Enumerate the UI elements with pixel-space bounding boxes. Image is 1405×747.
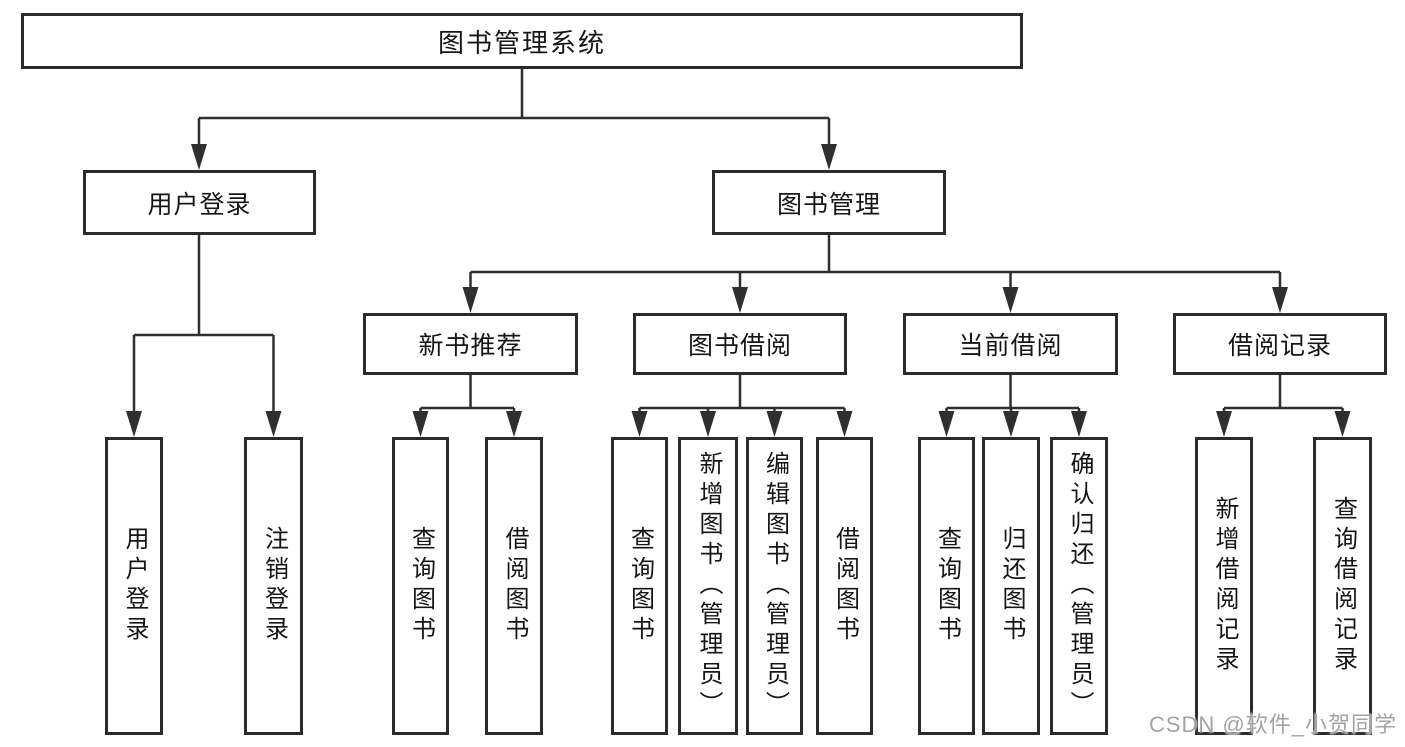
leaf-label: 查询借阅记录 bbox=[1329, 496, 1357, 676]
connector-root-to-level2 bbox=[197, 69, 831, 146]
node-label: 借阅记录 bbox=[1227, 332, 1332, 360]
leaf-label: 新增借阅记录 bbox=[1211, 496, 1238, 676]
leaf-borrow-books: 借阅图书 bbox=[816, 437, 873, 735]
leaf-query-borrow-record: 查询借阅记录 bbox=[1313, 437, 1372, 735]
leaf-label: 查询图书 bbox=[407, 526, 435, 646]
leaf-add-book-admin: 新增图书（管理员） bbox=[678, 437, 738, 735]
arrow-down-icon bbox=[766, 411, 783, 437]
connector-userlogin-children bbox=[132, 235, 275, 413]
leaf-borrow-books: 借阅图书 bbox=[485, 437, 543, 735]
arrow-down-icon bbox=[1334, 411, 1351, 437]
connector-borrowrecord-children bbox=[1222, 375, 1344, 413]
node-label: 图书管理系统 bbox=[437, 27, 606, 58]
arrow-down-icon bbox=[126, 411, 142, 437]
leaf-add-borrow-record: 新增借阅记录 bbox=[1195, 437, 1253, 735]
arrow-down-icon bbox=[191, 144, 207, 170]
leaf-label: 新增图书（管理员） bbox=[695, 451, 722, 721]
leaf-label: 确认归还（管理员） bbox=[1066, 451, 1093, 721]
connector-bookmgmt-level3 bbox=[469, 235, 1282, 289]
node-label: 当前借阅 bbox=[958, 332, 1063, 360]
connector-currentborrow-children bbox=[945, 375, 1081, 413]
leaf-label: 归还图书 bbox=[998, 526, 1025, 646]
leaf-label: 借阅图书 bbox=[501, 526, 528, 646]
node-current-borrowing: 当前借阅 bbox=[903, 313, 1118, 375]
node-library-management-system: 图书管理系统 bbox=[21, 13, 1023, 69]
arrow-down-icon bbox=[265, 411, 282, 437]
node-new-book-recommend: 新书推荐 bbox=[363, 313, 578, 375]
arrow-down-icon bbox=[1002, 287, 1019, 313]
arrow-down-icon bbox=[462, 287, 479, 313]
leaf-user-login: 用户登录 bbox=[105, 437, 163, 735]
node-label: 图书借阅 bbox=[687, 332, 792, 360]
leaf-query-books: 查询图书 bbox=[918, 437, 975, 735]
arrow-down-icon bbox=[732, 287, 748, 313]
leaf-label: 查询图书 bbox=[626, 526, 654, 646]
leaf-edit-book-admin: 编辑图书（管理员） bbox=[746, 437, 803, 735]
arrow-down-icon bbox=[938, 411, 955, 437]
csdn-watermark: CSDN @软件_小贺同学 bbox=[1148, 712, 1397, 737]
connector-newrecommend-children bbox=[419, 375, 516, 413]
leaf-label: 查询图书 bbox=[933, 526, 961, 646]
node-book-borrowing: 图书借阅 bbox=[633, 313, 847, 375]
node-user-login: 用户登录 bbox=[83, 170, 316, 235]
node-book-management: 图书管理 bbox=[712, 170, 946, 235]
arrow-down-icon bbox=[412, 411, 429, 437]
connector-bookborrow-children bbox=[638, 375, 846, 413]
arrow-down-icon bbox=[1272, 287, 1288, 313]
arrow-down-icon bbox=[821, 144, 837, 170]
leaf-query-books: 查询图书 bbox=[611, 437, 668, 735]
node-label: 用户登录 bbox=[147, 190, 252, 219]
arrow-down-icon bbox=[1216, 411, 1232, 437]
arrow-down-icon bbox=[1071, 411, 1087, 437]
leaf-label: 注销登录 bbox=[260, 526, 288, 646]
leaf-logout: 注销登录 bbox=[244, 437, 303, 735]
leaf-query-books: 查询图书 bbox=[392, 437, 449, 735]
node-label: 图书管理 bbox=[776, 190, 881, 219]
leaf-label: 借阅图书 bbox=[831, 526, 859, 646]
arrow-down-icon bbox=[700, 411, 716, 437]
arrow-down-icon bbox=[836, 411, 853, 437]
leaf-confirm-return-admin: 确认归还（管理员） bbox=[1050, 437, 1108, 735]
node-borrow-records: 借阅记录 bbox=[1173, 313, 1387, 375]
leaf-label: 编辑图书（管理员） bbox=[761, 451, 789, 721]
arrow-down-icon bbox=[1003, 411, 1019, 437]
arrow-down-icon bbox=[631, 411, 648, 437]
leaf-return-books: 归还图书 bbox=[982, 437, 1040, 735]
arrow-down-icon bbox=[506, 411, 522, 437]
leaf-label: 用户登录 bbox=[121, 526, 148, 646]
node-label: 新书推荐 bbox=[418, 332, 523, 360]
